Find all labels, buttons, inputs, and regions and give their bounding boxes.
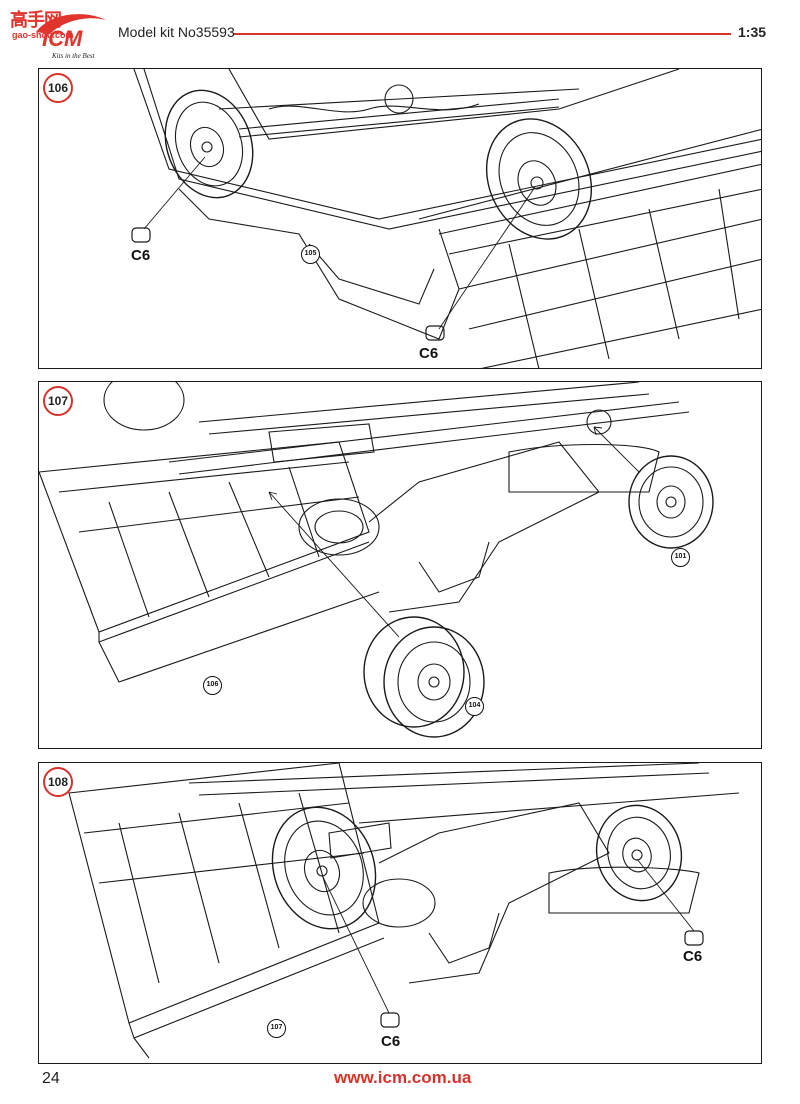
reference-step-badge: 107: [267, 1019, 286, 1038]
truck-underside-drawing: [68, 763, 740, 1059]
step-panel-106: 106 105 C6 C6: [38, 68, 762, 369]
step-panel-108: 108 107 C6 C6: [38, 762, 762, 1064]
page-number: 24: [42, 1070, 60, 1087]
icm-logo: ICM Kits in the Best 高手网 gao-shou.com: [6, 4, 110, 60]
step-number-badge: 106: [43, 73, 73, 103]
kit-scale: 1:35: [738, 24, 767, 40]
truck-underside-drawing: [131, 69, 761, 368]
step-panel-107: 107 101 106 104: [38, 381, 762, 749]
part-label-c6: C6: [131, 247, 151, 264]
website-link[interactable]: www.icm.com.ua: [334, 1068, 472, 1087]
step-number-badge: 108: [43, 767, 73, 797]
truck-underside-drawing: [39, 382, 714, 738]
part-label-c6: C6: [419, 345, 439, 362]
reference-step-badge: 101: [671, 548, 690, 567]
page-header: ICM Kits in the Best 高手网 gao-shou.com Mo…: [0, 0, 800, 62]
watermark-url: gao-shou.com: [12, 30, 74, 40]
logo-brand: ICM: [42, 26, 83, 51]
header-divider: [234, 33, 731, 35]
part-label-c6: C6: [683, 948, 703, 965]
reference-step-badge: 105: [301, 245, 320, 264]
watermark-chinese: 高手网: [10, 10, 62, 31]
kit-title: Model kit No35593: [118, 24, 235, 40]
step-number-badge: 107: [43, 386, 73, 416]
logo-tagline: Kits in the Best: [51, 52, 96, 60]
reference-step-badge: 104: [465, 697, 484, 716]
reference-step-badge: 106: [203, 676, 222, 695]
part-label-c6: C6: [381, 1033, 401, 1050]
